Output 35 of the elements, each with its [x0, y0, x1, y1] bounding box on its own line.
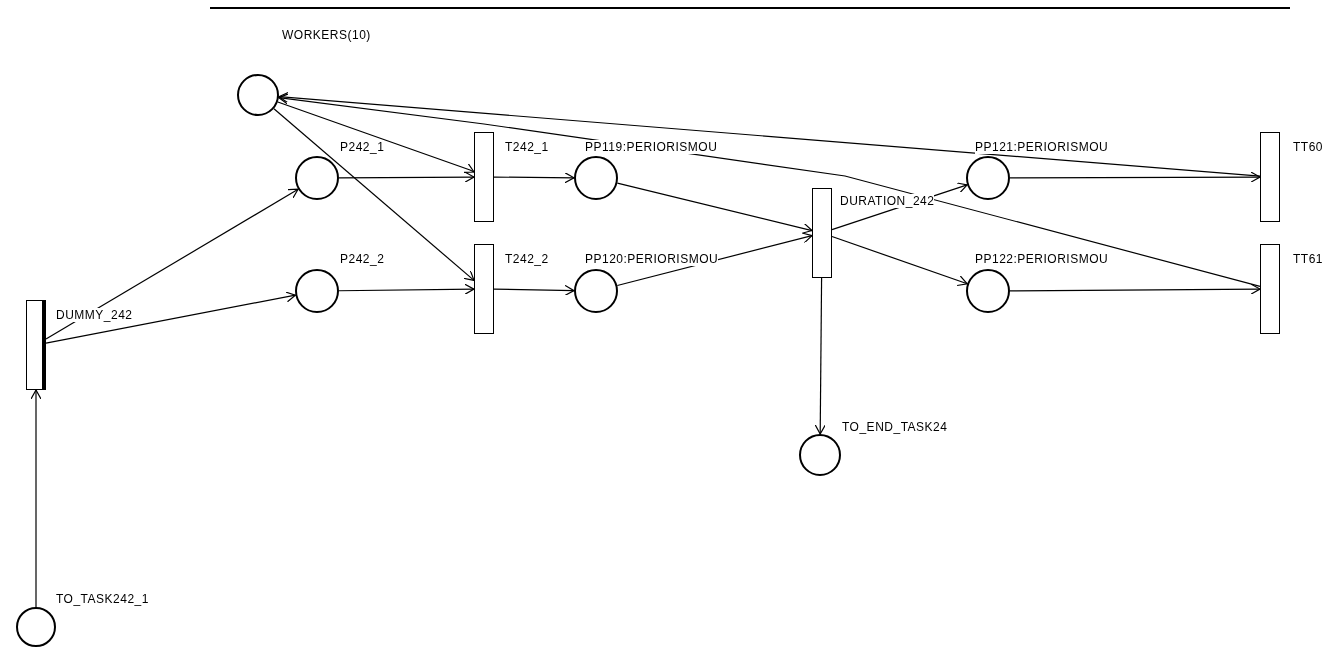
arrow: [278, 91, 1261, 177]
node-label: TO_TASK242_1: [56, 592, 149, 606]
transition-bar: [1260, 244, 1280, 334]
node-label: T242_2: [505, 252, 549, 266]
arrow: [30, 389, 42, 608]
arrow: [814, 277, 826, 435]
arrow: [493, 284, 575, 297]
node-label: P242_1: [340, 140, 385, 154]
node-label: PP120:PERIORISMOU: [585, 252, 719, 266]
arrow: [45, 291, 296, 344]
transition-bar: [474, 244, 494, 334]
arrow: [273, 108, 475, 282]
node-label: PP122:PERIORISMOU: [975, 252, 1109, 266]
node-label: TT60: [1293, 140, 1323, 154]
transition-bar: [26, 300, 46, 390]
arrow: [278, 93, 1261, 287]
arrow: [1009, 171, 1261, 183]
arrow: [493, 172, 575, 184]
transition-bar: [474, 132, 494, 222]
node-label: PP121:PERIORISMOU: [975, 140, 1109, 154]
node-label: DUMMY_242: [56, 308, 133, 322]
node-label: DURATION_242: [840, 194, 935, 208]
node-label: WORKERS(10): [282, 28, 371, 42]
arrow: [45, 188, 299, 340]
arrow: [338, 283, 475, 295]
transition-bar: [812, 188, 832, 278]
node-label: TO_END_TASK24: [842, 420, 948, 434]
arrow: [831, 235, 968, 287]
node-label: T242_1: [505, 140, 549, 154]
arrow: [1009, 283, 1261, 295]
node-label: PP119:PERIORISMOU: [585, 140, 718, 154]
node-label: TT61: [1293, 252, 1323, 266]
arrow: [338, 171, 475, 183]
node-label: P242_2: [340, 252, 385, 266]
transition-bar: [1260, 132, 1280, 222]
